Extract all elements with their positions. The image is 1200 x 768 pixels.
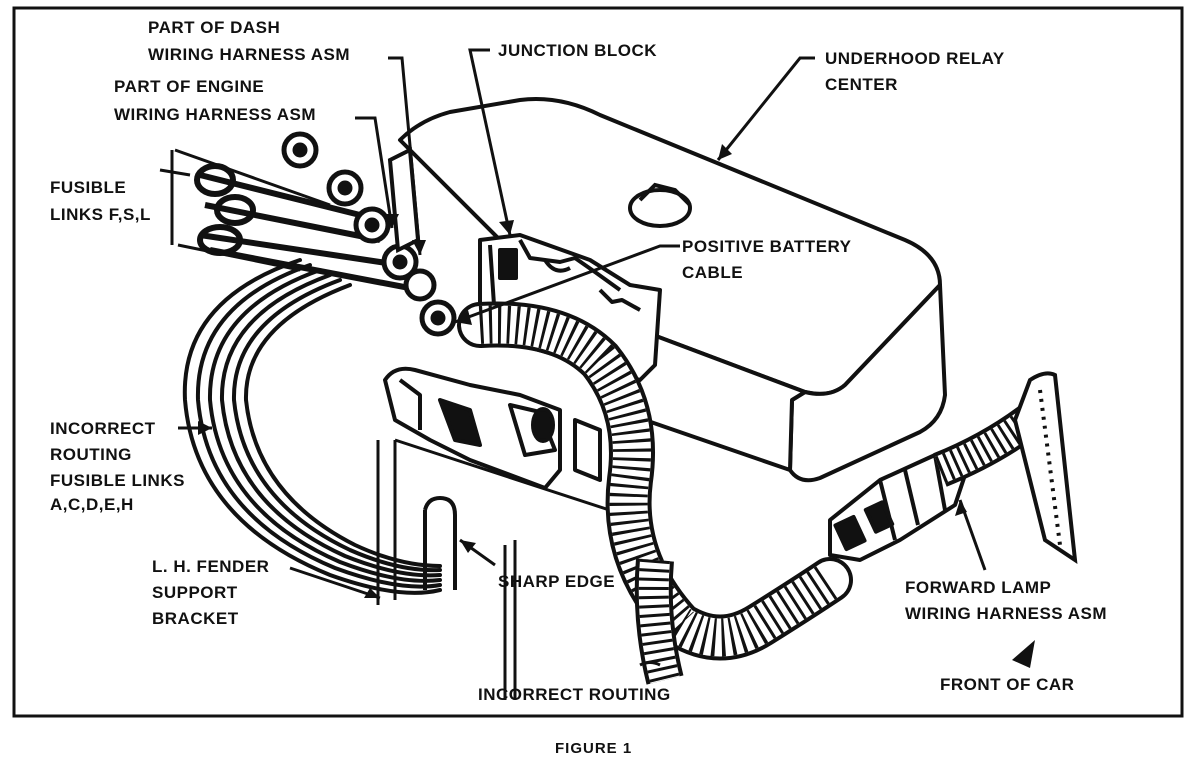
figure-caption: FIGURE 1	[555, 740, 632, 757]
label-engine-harness-1: PART OF ENGINE	[114, 77, 264, 96]
label-sharp-edge: SHARP EDGE	[498, 572, 615, 591]
label-engine-harness-2: WIRING HARNESS ASM	[114, 105, 316, 124]
leader-lines	[178, 48, 987, 667]
clamp-assembly	[383, 366, 602, 490]
label-fender-bracket-1: L. H. FENDER	[152, 557, 269, 576]
label-incorrect-routing: INCORRECT ROUTING	[478, 685, 671, 704]
ring-terminals	[281, 131, 457, 337]
right-fender-wall	[1012, 371, 1078, 565]
relay-knob	[628, 182, 692, 228]
label-fender-bracket-3: BRACKET	[152, 609, 239, 628]
front-of-car-arrow-icon	[1012, 640, 1035, 668]
battery-cable-loom	[457, 301, 853, 661]
forward-lamp-connector	[828, 453, 967, 562]
label-incorrect-routing-links-2: ROUTING	[50, 445, 132, 464]
label-incorrect-routing-links-3: FUSIBLE LINKS	[50, 471, 185, 490]
label-fender-bracket-2: SUPPORT	[152, 583, 238, 602]
label-dash-harness-1: PART OF DASH	[148, 18, 280, 37]
incorrect-routing-links-loop	[182, 258, 442, 595]
label-dash-harness-2: WIRING HARNESS ASM	[148, 45, 350, 64]
label-fusible-links-2: LINKS F,S,L	[50, 205, 151, 224]
fender-bracket	[376, 438, 641, 700]
label-positive-battery-1: POSITIVE BATTERY	[682, 237, 852, 256]
label-forward-lamp-1: FORWARD LAMP	[905, 578, 1051, 597]
label-underhood-relay-1: UNDERHOOD RELAY	[825, 49, 1005, 68]
arrowheads	[198, 144, 967, 598]
figure-frame	[12, 6, 1184, 718]
label-incorrect-routing-links-4: A,C,D,E,H	[50, 495, 134, 514]
label-incorrect-routing-links-1: INCORRECT	[50, 419, 156, 438]
label-forward-lamp-2: WIRING HARNESS ASM	[905, 604, 1107, 623]
label-underhood-relay-2: CENTER	[825, 75, 898, 94]
label-front-of-car: FRONT OF CAR	[940, 675, 1074, 694]
label-positive-battery-2: CABLE	[682, 263, 743, 282]
lower-loom	[634, 558, 684, 685]
label-fusible-links-1: FUSIBLE	[50, 178, 126, 197]
label-junction-block: JUNCTION BLOCK	[498, 41, 657, 60]
